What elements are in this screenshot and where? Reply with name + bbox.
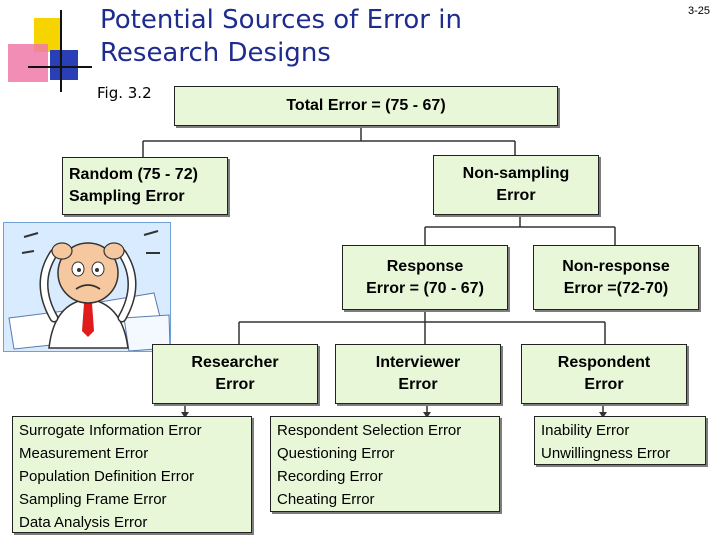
respondent-error-list: Inability Error Unwillingness Error: [534, 416, 706, 465]
interviewer-line1: Interviewer: [375, 354, 461, 371]
non-sampling-error-box: Non-sampling Error: [433, 155, 599, 215]
interviewer-line2: Error: [398, 376, 438, 393]
list-item: Cheating Error: [277, 491, 375, 508]
total-error-box: Total Error = (75 - 67): [174, 86, 558, 126]
respondent-line2: Error: [584, 376, 624, 393]
stressed-man-illustration: [3, 222, 171, 352]
response-line1: Response: [386, 257, 464, 275]
slide-title: Potential Sources of Error in Research D…: [100, 5, 462, 68]
response-error-box: Response Error = (70 - 67): [342, 245, 508, 310]
respondent-line1: Respondent: [557, 354, 651, 371]
slide-logo: [0, 0, 95, 100]
list-item: Respondent Selection Error: [277, 422, 462, 439]
random-error-line1: Random (75 - 72): [69, 166, 198, 183]
respondent-error-box: Respondent Error: [521, 344, 687, 404]
non-sampling-line1: Non-sampling: [462, 165, 570, 182]
non-response-error-box: Non-response Error =(72-70): [533, 245, 699, 310]
random-error-line2: Sampling Error: [69, 188, 185, 205]
list-item: Recording Error: [277, 468, 383, 485]
list-item: Data Analysis Error: [19, 514, 148, 531]
researcher-error-list: Surrogate Information Error Measurement …: [12, 416, 252, 533]
list-item: Unwillingness Error: [541, 445, 671, 462]
figure-label: Fig. 3.2: [97, 84, 152, 102]
list-item: Population Definition Error: [19, 468, 195, 485]
slide-number: 3-25: [687, 5, 710, 17]
response-line2: Error = (70 - 67): [366, 279, 484, 297]
non-sampling-line2: Error: [496, 187, 536, 204]
interviewer-error-list: Respondent Selection Error Questioning E…: [270, 416, 500, 512]
non-response-line2: Error =(72-70): [563, 279, 669, 297]
total-error-label: Total Error = (75 - 67): [286, 97, 446, 114]
researcher-line2: Error: [215, 376, 255, 393]
list-item: Surrogate Information Error: [19, 422, 202, 439]
interviewer-error-box: Interviewer Error: [335, 344, 501, 404]
random-sampling-error-box: Random (75 - 72) Sampling Error: [62, 157, 228, 215]
non-response-line1: Non-response: [562, 257, 670, 275]
list-item: Measurement Error: [19, 445, 149, 462]
researcher-line1: Researcher: [191, 354, 279, 371]
list-item: Sampling Frame Error: [19, 491, 167, 508]
list-item: Inability Error: [541, 422, 630, 439]
researcher-error-box: Researcher Error: [152, 344, 318, 404]
list-item: Questioning Error: [277, 445, 395, 462]
